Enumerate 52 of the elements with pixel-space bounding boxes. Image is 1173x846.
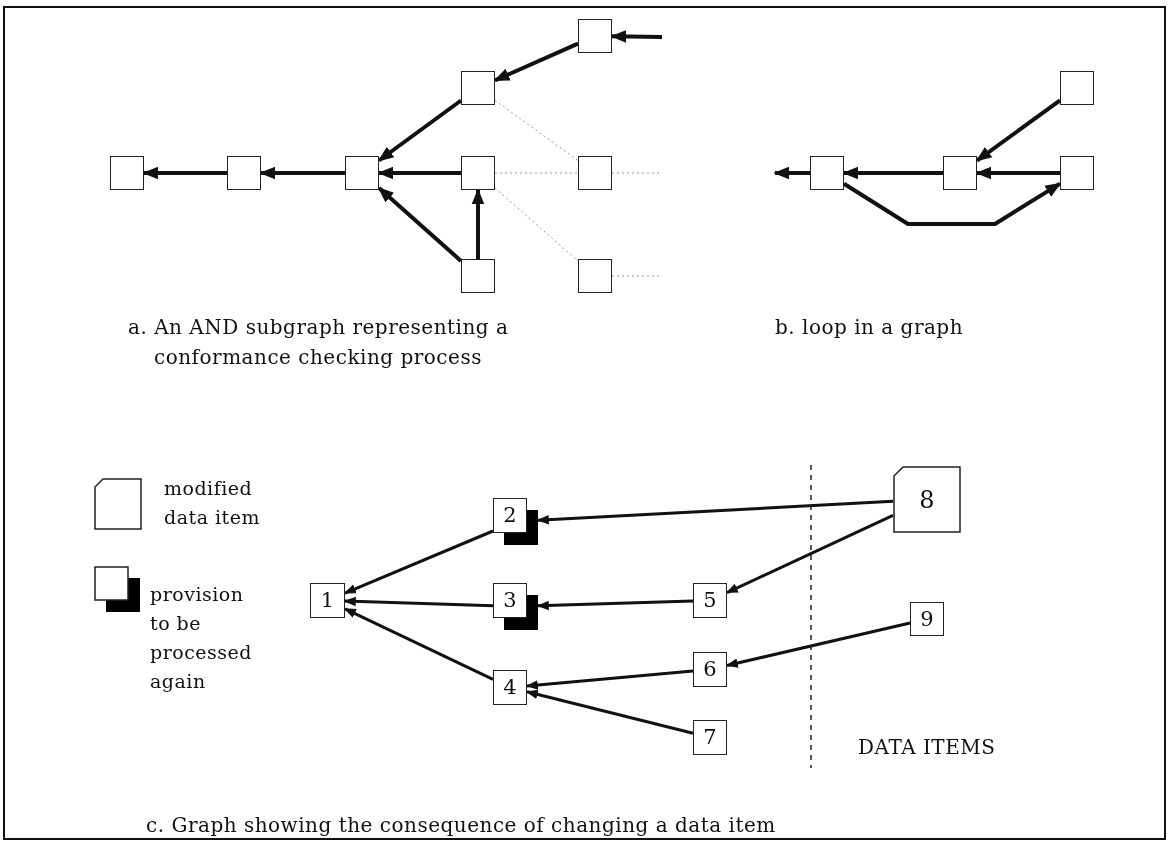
empty-box <box>461 259 495 293</box>
empty-box <box>1060 156 1094 190</box>
arrow <box>343 607 494 681</box>
arrow <box>343 529 494 595</box>
caption-text: a. An AND subgraph representing a conformance checking process <box>128 314 510 371</box>
empty-box <box>461 71 495 105</box>
numbered-box: 1 <box>310 583 345 618</box>
arrow <box>536 599 694 611</box>
arrow <box>842 166 943 180</box>
arrow <box>377 166 461 180</box>
arrow <box>975 98 1062 163</box>
arrow <box>343 596 494 608</box>
empty-box <box>1060 71 1094 105</box>
empty-box <box>810 156 844 190</box>
arrow <box>525 669 694 690</box>
dotted-line <box>494 172 579 174</box>
empty-box <box>578 19 612 53</box>
arrow <box>377 98 463 163</box>
arrow <box>610 30 663 43</box>
arrow <box>536 499 894 525</box>
empty-box <box>110 156 144 190</box>
legend-text: modified data item <box>164 476 261 530</box>
arrow <box>725 621 911 668</box>
arrow <box>471 188 485 259</box>
numbered-box: 5 <box>693 583 727 618</box>
empty-box <box>461 156 495 190</box>
numbered-box: 7 <box>693 720 727 755</box>
arrow <box>525 689 694 735</box>
empty-box <box>227 156 261 190</box>
empty-box <box>578 259 612 293</box>
arrow <box>975 166 1060 180</box>
dotted-line <box>494 99 579 162</box>
empty-box <box>943 156 977 190</box>
numbered-box: 8 <box>893 466 961 533</box>
arrow <box>493 41 579 83</box>
section-label: DATA ITEMS <box>858 734 997 761</box>
numbered-box: 2 <box>493 498 538 545</box>
arrow <box>773 166 810 180</box>
numbered-box: 6 <box>693 652 727 687</box>
numbered-box: 3 <box>493 583 538 630</box>
arrow <box>377 186 463 263</box>
empty-box <box>345 156 379 190</box>
caption-text: c. Graph showing the consequence of changing a data item <box>146 812 777 839</box>
arrow <box>725 513 894 594</box>
numbered-box: 9 <box>910 602 944 636</box>
legend-text: provision to be processed again <box>150 582 253 694</box>
empty-box <box>578 156 612 190</box>
arrow <box>259 166 345 180</box>
arrow <box>842 181 1062 226</box>
numbered-box: 4 <box>493 670 527 705</box>
caption-text: b. loop in a graph <box>775 314 965 341</box>
arrow <box>142 166 227 180</box>
